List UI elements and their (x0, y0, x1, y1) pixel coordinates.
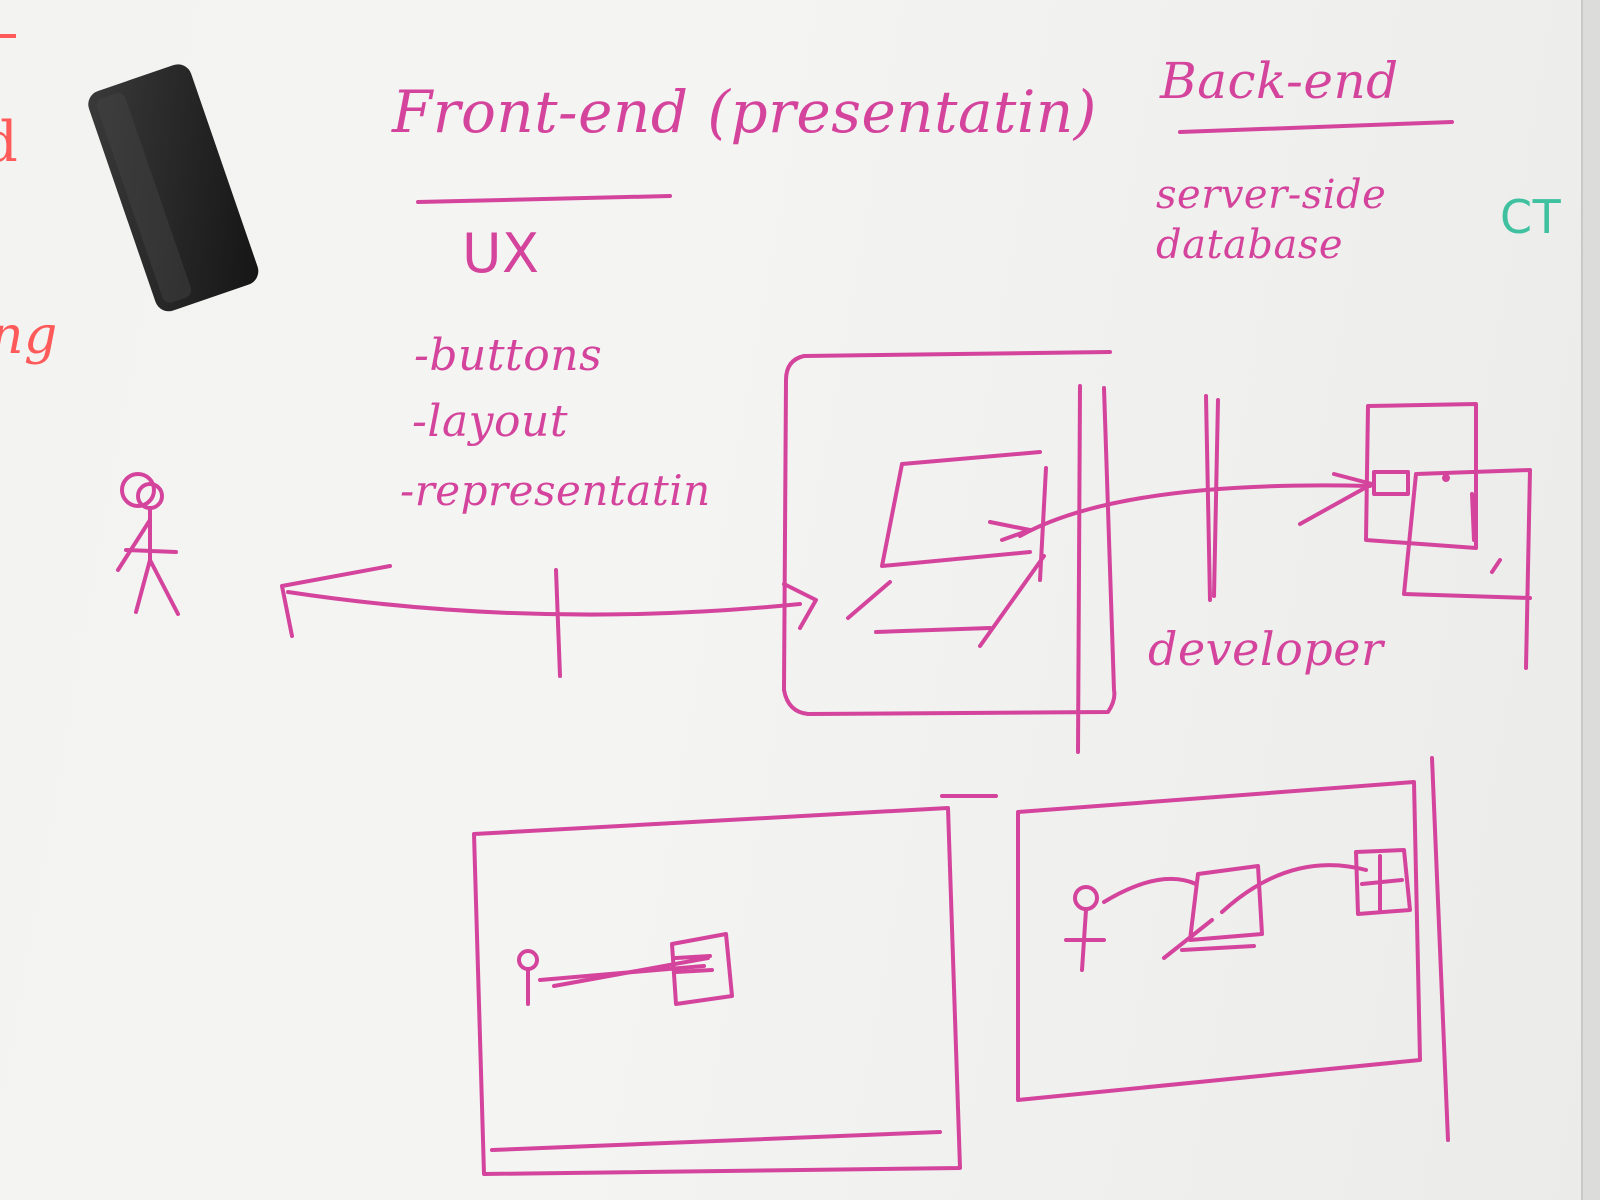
mini-screen-right (1162, 863, 1368, 960)
edge-text-left-top: d (0, 110, 18, 175)
bullet-representation: -representatin (400, 466, 711, 515)
screen-sketch (846, 384, 1082, 754)
frontend-backend-arrow (1018, 483, 1372, 538)
arrow-right-head (782, 582, 818, 630)
backend-arrow-head (1298, 472, 1374, 526)
frontend-underline (416, 194, 672, 204)
user-frontend-arrow (286, 590, 802, 617)
server-dot (1442, 474, 1450, 482)
arrow-tick (554, 568, 562, 678)
edge-text-right: CT (1500, 190, 1562, 244)
mini-figure-left (517, 949, 539, 971)
edge-text-left-mid: ng (0, 306, 58, 366)
frontend-box (782, 350, 1117, 716)
screen-hook (988, 520, 1032, 542)
mini-server-left (552, 932, 734, 1006)
stick-figure-icon (116, 472, 180, 616)
edge-mark (0, 34, 16, 38)
arrow-left-head (280, 564, 392, 638)
ux-label: UX (462, 222, 540, 285)
mini-diagram-left (472, 794, 998, 1176)
board-frame-edge (1582, 0, 1600, 1200)
database-label: database (1156, 222, 1344, 268)
mini-server-right (1354, 848, 1412, 916)
backend-underline (1178, 120, 1454, 134)
server-sketch (1364, 402, 1532, 670)
database-block (1372, 470, 1410, 496)
mini-diagram-right (1016, 756, 1450, 1142)
eraser-icon (88, 64, 259, 312)
bullet-layout: -layout (412, 396, 569, 447)
mini-figure-right-body (1064, 876, 1198, 972)
server-side-label: server-side (1156, 172, 1387, 218)
developer-label: developer (1148, 622, 1384, 676)
frontend-heading: Front-end (presentatin) (392, 78, 1097, 146)
mini-figure-right (1073, 885, 1099, 911)
divider-line (1204, 394, 1220, 602)
backend-heading: Back-end (1160, 52, 1399, 110)
bullet-buttons: -buttons (414, 330, 603, 381)
